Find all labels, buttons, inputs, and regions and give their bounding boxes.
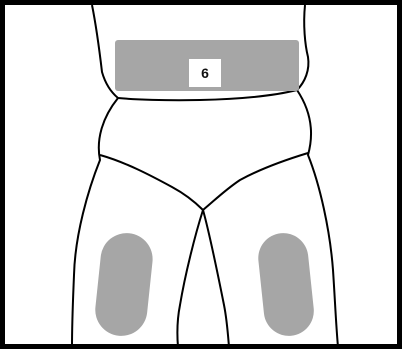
region-label-text: 6	[201, 65, 209, 81]
region-label: 6	[189, 59, 221, 87]
